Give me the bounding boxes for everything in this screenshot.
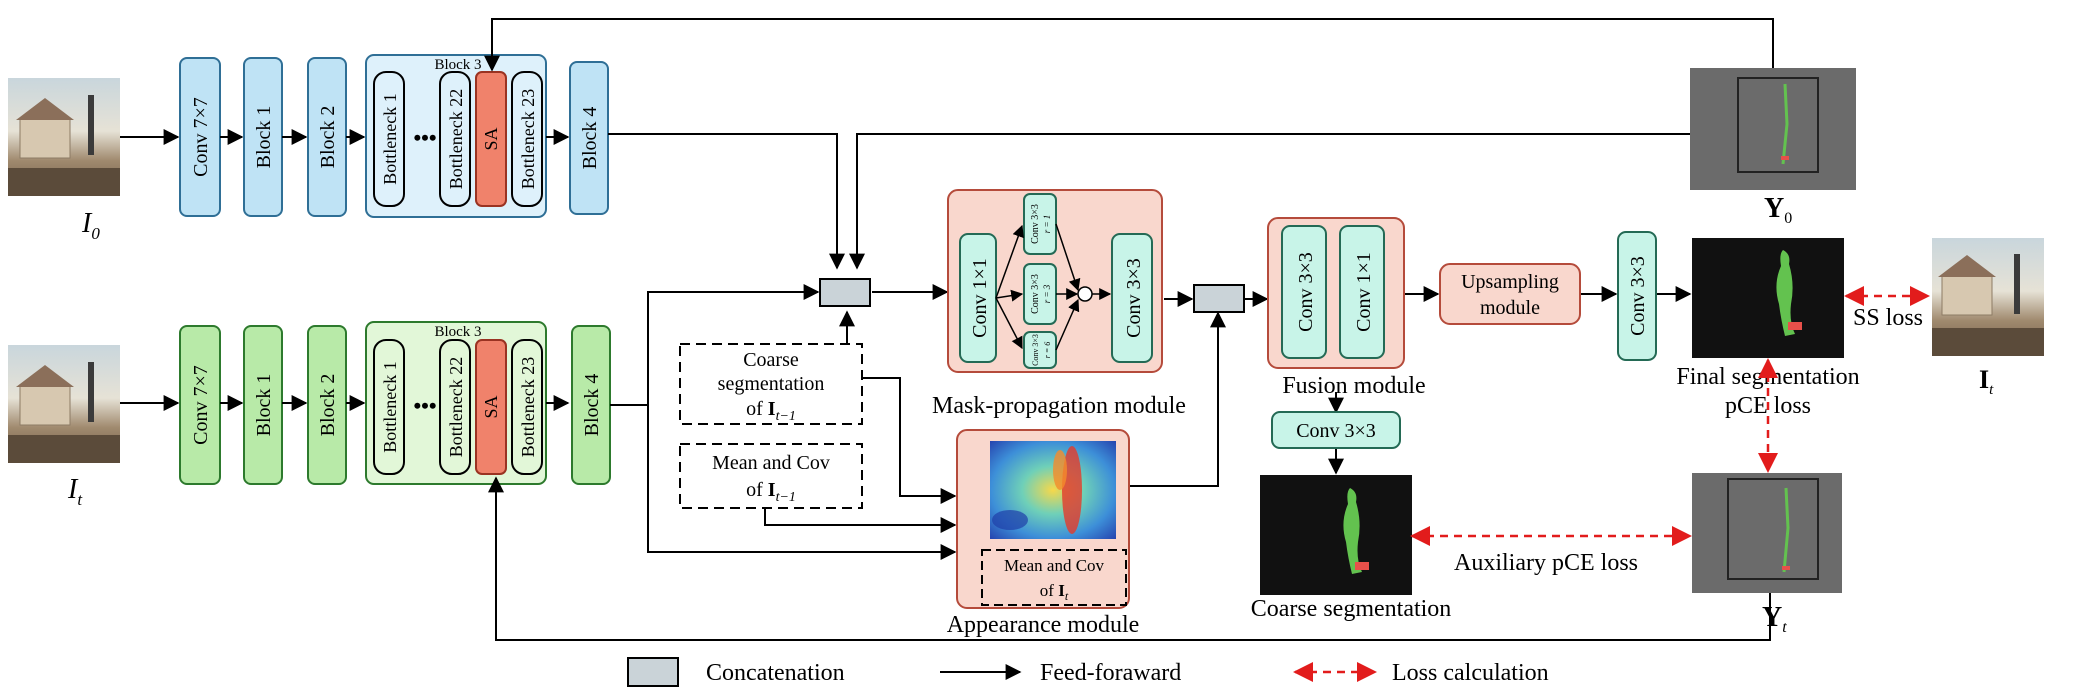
upsampling-line2: module [1480,297,1540,319]
mean-cov-line1: Mean and Cov [712,452,830,474]
mask-dilated-branches: Conv 3×3 r = 1 Conv 3×3 r = 3 Conv 3×3 r… [1023,193,1057,369]
bottom-input-label: It [67,474,83,509]
coarse-seg-line3: of It−1 [746,398,796,424]
bottom-block4-label: Block 4 [581,374,603,437]
legend-feed-label: Feed-foraward [1040,660,1181,686]
legend-loss-label: Loss calculation [1392,660,1549,686]
top-bottleneck1: Bottleneck 1 [380,93,400,184]
coarse-seg-line2: segmentation [718,373,825,395]
fusion-conv3x3 [1281,225,1327,359]
legend: Concatenation Feed-foraward Loss calcula… [627,657,1549,687]
top-input-image [8,78,120,196]
branch1-line2: r = 1 [1042,215,1052,234]
bottom-block2-label: Block 2 [317,374,339,437]
bottom-block1-label: Block 1 [253,374,275,437]
upsampling-line1: Upsampling [1461,271,1559,293]
upsampling-module [1439,263,1581,325]
appearance-meancov-line2: of It [1040,581,1069,603]
fusion-conv3x3-label: Conv 3×3 [1295,252,1317,332]
appearance-meancov-box [981,549,1127,606]
top-block1-label: Block 1 [253,106,275,169]
coarse-segmentation-image [1260,475,1412,595]
mask-propagation-caption: Mask-propagation module [932,393,1186,419]
output-it-image [1932,238,2044,356]
ss-loss-label: SS loss [1853,305,1923,331]
connections [484,18,1774,641]
top-block4-label: Block 4 [579,107,601,170]
top-encoder-chain: Conv 7×7 Block 1 Block 2 Block 3 Bottlen… [120,54,609,218]
coarse-conv3x3 [1271,411,1401,449]
y0-image [1690,68,1856,190]
top-bottleneck22: Bottleneck 22 [446,89,466,189]
mask-conv1x1-label: Conv 1×1 [969,258,991,338]
concat-node-2 [1193,284,1245,313]
sum-node [1077,286,1093,302]
coarse-seg-line1: Coarse [743,349,799,371]
top-block3-title: Block 3 [434,57,481,73]
branch3-line2: r = 6 [1043,342,1052,359]
mean-cov-input-box [679,443,863,509]
concat-node-1 [819,278,871,307]
bottom-encoder-chain: Conv 7×7 Block 1 Block 2 Block 3 Bottlen… [120,321,611,485]
mean-cov-line2: of It−1 [746,479,796,505]
output-it-label: It [1979,365,1994,398]
top-block4 [569,61,609,215]
top-sa-label: SA [481,127,501,150]
bottom-bottleneck1: Bottleneck 1 [380,361,400,452]
top-dots: ••• [413,125,436,150]
bottom-dots: ••• [413,393,436,418]
appearance-caption: Appearance module [947,612,1140,638]
branch3-line1: Conv 3×3 [1031,334,1040,366]
y0-label: Y0 [1764,193,1792,227]
coarse-seg-input-box [679,343,863,425]
bottom-block2 [307,325,347,485]
top-block2-label: Block 2 [317,106,339,169]
bottom-bottleneck22: Bottleneck 22 [446,357,466,457]
branch2-line2: r = 3 [1042,284,1052,303]
loss-arrows [1410,286,1930,546]
fusion-conv1x1 [1339,225,1385,359]
top-input-label: I0 [81,208,100,243]
bottom-conv7-label: Conv 7×7 [190,365,212,445]
bottom-bottleneck23: Bottleneck 23 [518,357,538,457]
yt-image [1692,473,1842,593]
final-segmentation-image [1692,238,1844,358]
bottom-input-image [8,345,120,463]
legend-concat-label: Concatenation [706,660,845,686]
fusion-caption: Fusion module [1282,373,1425,399]
bottom-sa-label: SA [481,395,501,418]
final-conv3x3-label: Conv 3×3 [1627,256,1649,336]
bottom-sa-block [475,339,507,475]
aux-loss-label: Auxiliary pCE loss [1454,550,1638,576]
branch1-line1: Conv 3×3 [1030,204,1041,244]
top-bottleneck23: Bottleneck 23 [518,89,538,189]
coarse-segmentation-caption: Coarse segmentation [1251,596,1452,622]
coarse-conv3x3-label: Conv 3×3 [1296,420,1376,442]
yt-label: Yt [1762,602,1787,636]
legend-concat-swatch [627,657,679,687]
appearance-meancov-line1: Mean and Cov [1004,556,1105,575]
appearance-heatmap-image [990,441,1116,539]
top-conv7-label: Conv 7×7 [190,97,212,177]
final-conv3x3 [1617,231,1657,361]
top-sa-block [475,71,507,207]
bottom-block3-title: Block 3 [434,324,481,340]
fusion-conv1x1-label: Conv 1×1 [1353,252,1375,332]
mask-conv3x3 [1111,233,1153,363]
mask-conv3x3-label: Conv 3×3 [1123,258,1145,338]
bottom-conv7-block [179,325,221,485]
bottom-block1 [243,325,283,485]
branch2-line1: Conv 3×3 [1030,274,1041,314]
